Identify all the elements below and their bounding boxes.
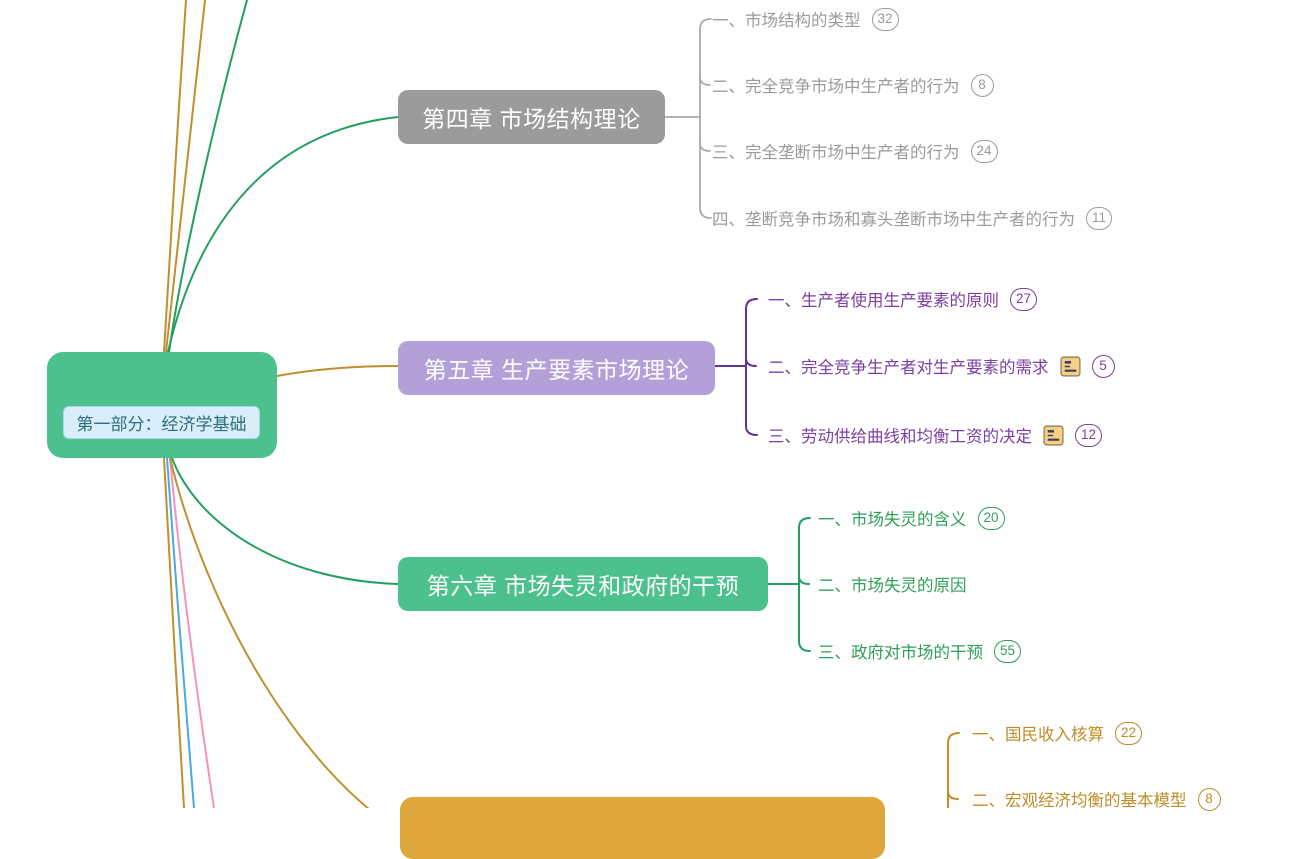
root-topic-label[interactable]: 第一部分：经济学基础 (63, 406, 260, 439)
subtopic-label: 一、市场结构的类型 (712, 12, 861, 30)
subtopic-label: 二、市场失灵的原因 (818, 577, 967, 595)
subtopic-label: 二、完全竞争市场中生产者的行为 (712, 78, 960, 96)
branch-root-ch7 (169, 457, 370, 808)
branch-line-up-gold-2 (165, 0, 206, 353)
count-badge: 20 (977, 506, 1005, 530)
subtopic-label: 二、宏观经济均衡的基本模型 (972, 792, 1187, 810)
subtopic-label: 三、劳动供给曲线和均衡工资的决定 (768, 428, 1032, 446)
branch-line-down-gold (163, 457, 185, 808)
subtopic-label: 三、政府对市场的干预 (818, 644, 983, 662)
branch-line-up-green (168, 0, 248, 353)
count-badge: 24 (970, 139, 998, 163)
branch-root-ch5 (276, 365, 399, 377)
subtopic-ch6-1[interactable]: 一、市场失灵的含义 20 (818, 503, 1005, 533)
branch-connectors (163, 0, 960, 808)
subtopic-label: 一、市场失灵的含义 (818, 511, 967, 529)
topic-chapter6[interactable]: 第六章 市场失灵和政府的干预 (398, 557, 768, 611)
bracket-ch7 (947, 732, 960, 808)
subtopic-ch4-2[interactable]: 二、完全竞争市场中生产者的行为 8 (712, 70, 994, 100)
subtopic-ch5-1[interactable]: 一、生产者使用生产要素的原则 27 (768, 284, 1038, 314)
count-badge: 27 (1010, 287, 1038, 311)
subtopic-ch5-3[interactable]: 三、劳动供给曲线和均衡工资的决定 12 (768, 420, 1103, 450)
count-badge: 55 (994, 639, 1022, 663)
bracket-ch6 (767, 517, 811, 652)
notes-icon[interactable] (1043, 425, 1064, 446)
subtopic-ch5-2[interactable]: 二、完全竞争生产者对生产要素的需求 5 (768, 351, 1115, 381)
notes-icon[interactable] (1060, 356, 1081, 377)
bracket-ch4 (664, 18, 712, 219)
subtopic-label: 一、生产者使用生产要素的原则 (768, 292, 999, 310)
subtopic-ch6-2[interactable]: 二、市场失灵的原因 (818, 569, 967, 599)
count-badge: 8 (1197, 787, 1221, 811)
bracket-ch5 (714, 298, 758, 436)
subtopic-label: 二、完全竞争生产者对生产要素的需求 (768, 359, 1049, 377)
subtopic-ch4-4[interactable]: 四、垄断竞争市场和寡头垄断市场中生产者的行为 11 (712, 203, 1113, 233)
count-badge: 22 (1115, 721, 1143, 745)
subtopic-label: 一、国民收入核算 (972, 726, 1104, 744)
branch-line-up-gold-1 (163, 0, 187, 353)
subtopic-ch6-3[interactable]: 三、政府对市场的干预 55 (818, 636, 1022, 666)
subtopic-ch4-1[interactable]: 一、市场结构的类型 32 (712, 4, 899, 34)
subtopic-label: 四、垄断竞争市场和寡头垄断市场中生产者的行为 (712, 211, 1075, 229)
subtopic-ch7-1[interactable]: 一、国民收入核算 22 (972, 718, 1143, 748)
branch-root-ch4 (167, 116, 399, 353)
count-badge: 12 (1075, 423, 1103, 447)
branch-root-ch6 (171, 457, 399, 585)
branch-line-down-blue (166, 457, 195, 808)
count-badge: 5 (1091, 354, 1115, 378)
subtopic-label: 三、完全垄断市场中生产者的行为 (712, 144, 960, 162)
subtopic-ch4-3[interactable]: 三、完全垄断市场中生产者的行为 24 (712, 136, 998, 166)
branch-line-down-pink (169, 457, 215, 808)
topic-chapter7[interactable] (400, 797, 885, 859)
count-badge: 32 (871, 7, 899, 31)
root-topic-part1[interactable]: 第一部分：经济学基础 (47, 352, 277, 458)
topic-chapter5[interactable]: 第五章 生产要素市场理论 (398, 341, 715, 395)
topic-chapter4[interactable]: 第四章 市场结构理论 (398, 90, 665, 144)
count-badge: 11 (1086, 206, 1113, 230)
count-badge: 8 (970, 73, 994, 97)
subtopic-ch7-2[interactable]: 二、宏观经济均衡的基本模型 8 (972, 784, 1221, 814)
